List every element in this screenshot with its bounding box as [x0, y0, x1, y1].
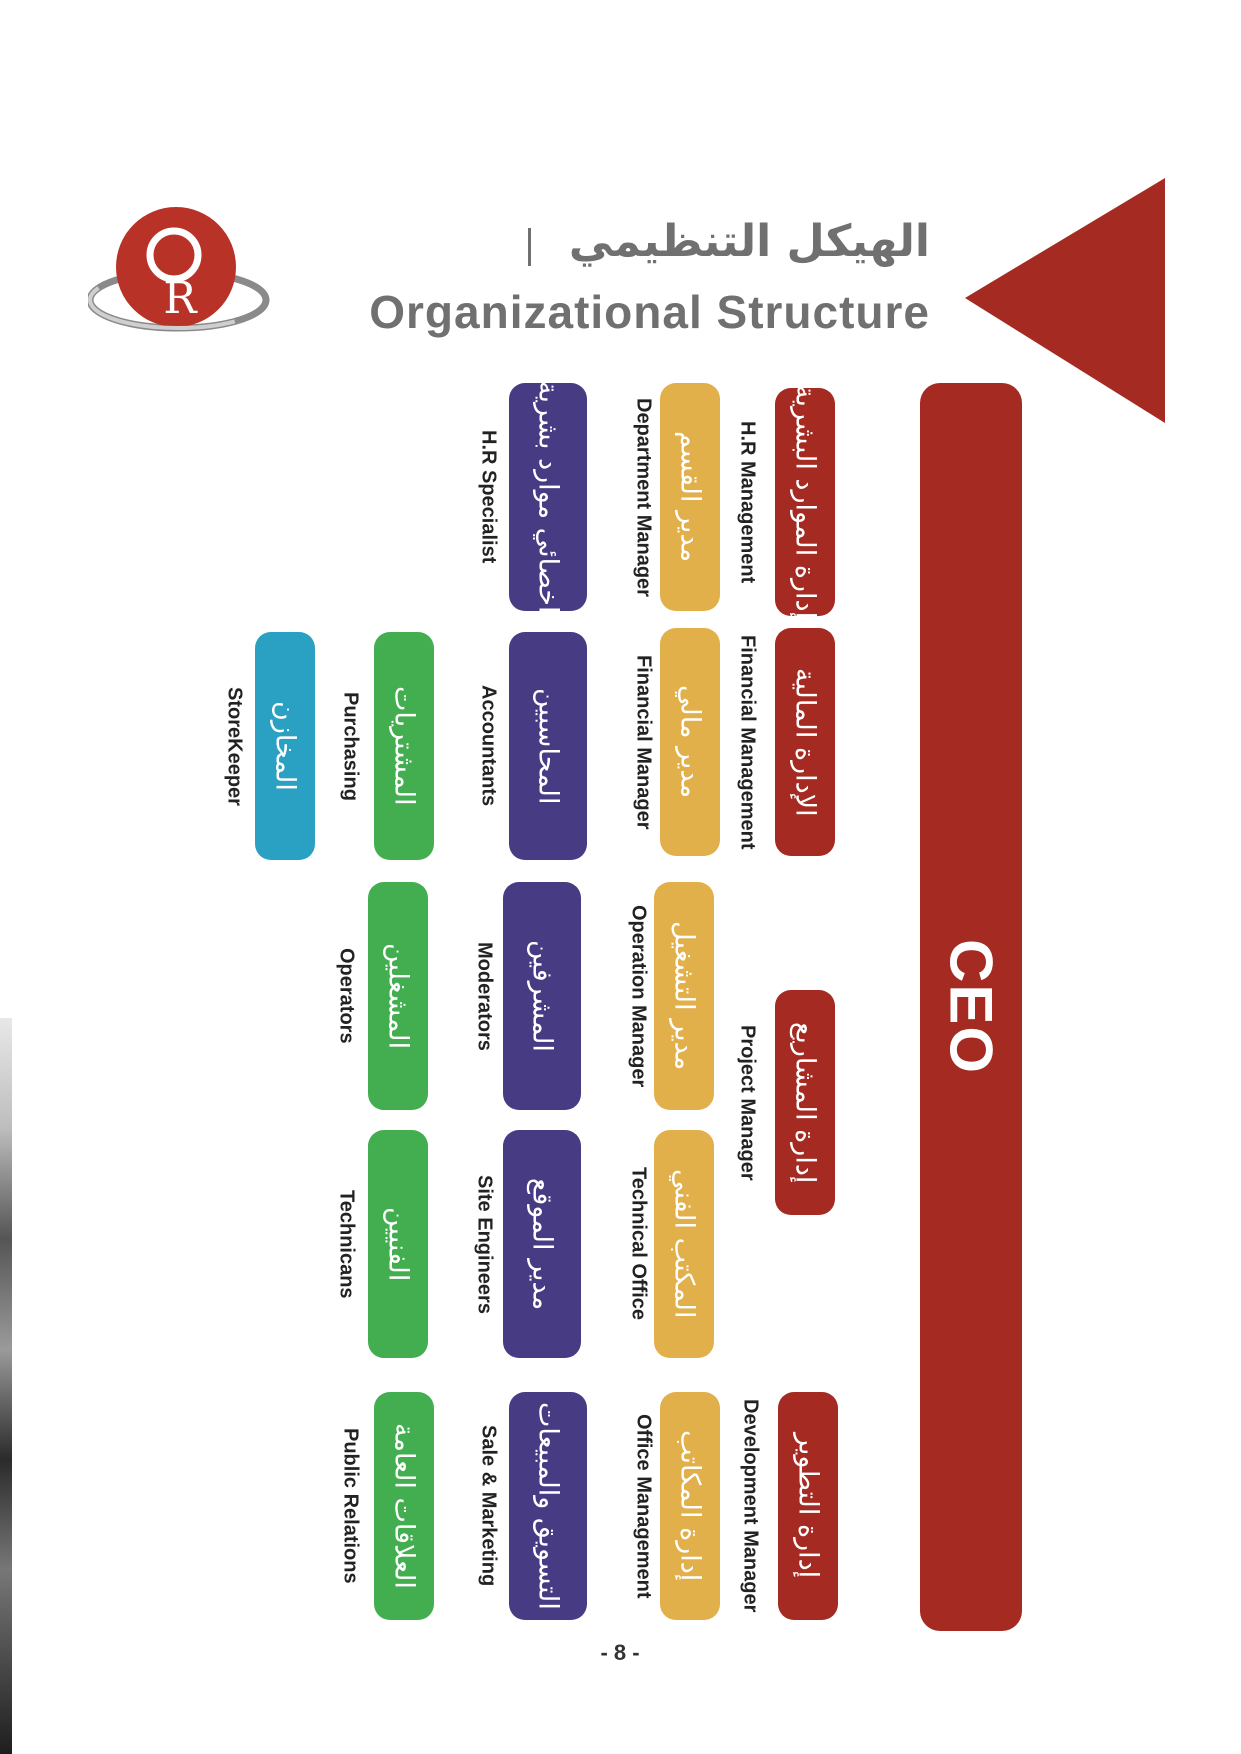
label-accountants: Accountants — [477, 685, 500, 807]
box-technicians: الفنيين — [368, 1130, 428, 1358]
box-department-manager: مدير القسم — [660, 383, 720, 611]
company-logo: R — [86, 205, 278, 345]
box-financial-management: الإدارة المالية — [775, 628, 835, 856]
label-office-management: Office Management — [632, 1413, 655, 1599]
box-moderators: المشرفين — [503, 882, 581, 1110]
label-operators: Operators — [335, 948, 358, 1044]
label-hr-specialist: H.R Specialist — [477, 430, 500, 564]
label-technical-office: Technical Office — [627, 1167, 650, 1321]
ceo-label: CEO — [937, 938, 1005, 1076]
label-financial-management: Financial Management — [736, 634, 759, 850]
box-site-engineers: مدير الموقع — [503, 1130, 581, 1358]
page-title-english: Organizational Structure — [369, 286, 930, 338]
box-financial-manager: مدير مالي — [660, 628, 720, 856]
label-project-manager: Project Manager — [736, 1024, 759, 1181]
label-operation-manager: Operation Manager — [627, 904, 650, 1088]
box-technical-office: المكتب الفني — [654, 1130, 714, 1358]
box-project-management: إدارة المشاريع — [775, 990, 835, 1215]
box-storekeeper: المخازن — [255, 632, 315, 860]
label-site-engineers: Site Engineers — [473, 1174, 496, 1314]
page-number: - 8 - — [600, 1640, 640, 1665]
box-hr-specialist: اخصائي موارد بشرية — [509, 381, 587, 613]
background-photo-strip — [0, 1018, 12, 1754]
logo-letter: R — [163, 273, 198, 324]
box-office-management: إدارة المكاتب — [660, 1392, 720, 1620]
box-purchasing: المشتريات — [374, 632, 434, 860]
header-triangle — [965, 178, 1165, 423]
box-operators: المشغلين — [368, 882, 428, 1110]
title-separator — [528, 228, 531, 266]
label-public-relations: Public Relations — [339, 1428, 362, 1584]
label-moderators: Moderators — [473, 941, 496, 1051]
box-hr-management: إدارة الموارد البشرية — [775, 385, 835, 619]
box-sale-marketing: التسويق والمبيعات — [509, 1392, 587, 1620]
box-accountants: المحاسبين — [509, 632, 587, 860]
label-development-manager: Development Manager — [739, 1399, 762, 1613]
page-title-arabic: الهيكل التنظيمي — [568, 216, 930, 267]
ceo-box: CEO — [920, 383, 1022, 1631]
box-public-relations: العلاقات العامة — [374, 1392, 434, 1620]
label-department-manager: Department Manager — [632, 397, 655, 597]
box-development-management: إدارة التطوير — [778, 1392, 838, 1620]
label-technicians: Technicans — [335, 1189, 358, 1299]
label-financial-manager: Financial Manager — [632, 654, 655, 830]
label-hr-management: H.R Management — [736, 420, 759, 584]
box-operation-manager: مدير التشغيل — [654, 882, 714, 1110]
label-sale-marketing: Sale & Marketing — [477, 1425, 500, 1587]
label-storekeeper: StoreKeeper — [223, 686, 246, 806]
label-purchasing: Purchasing — [339, 691, 362, 801]
